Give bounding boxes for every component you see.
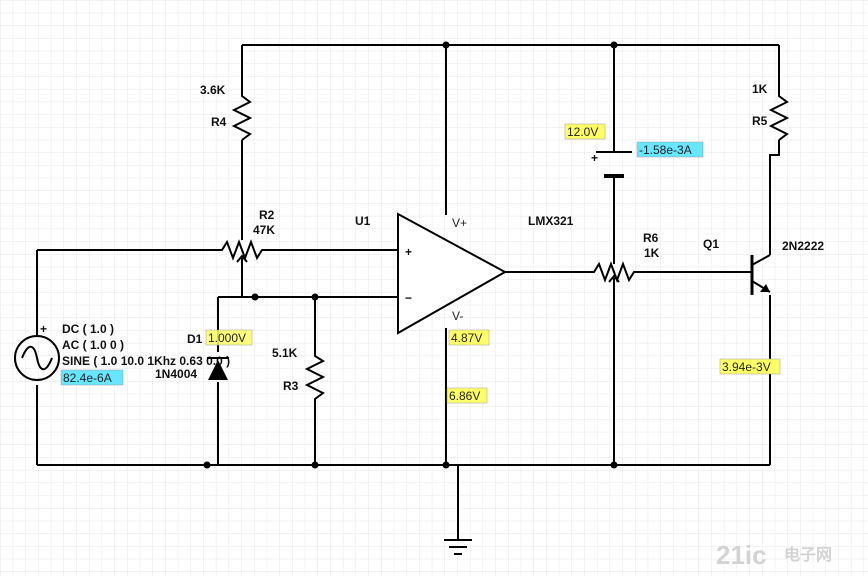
probe-collector-voltage[interactable]: 3.94e-3V	[719, 358, 781, 375]
r6-value: 1K	[644, 246, 660, 260]
q1-part: 2N2222	[782, 239, 824, 253]
r2-potentiometer[interactable]	[218, 239, 266, 261]
probe-battery-current-value: -1.58e-3A	[639, 143, 692, 157]
opamp-vplus-label: V+	[452, 216, 467, 230]
probe-opamp-vminus-value: 4.87V	[451, 331, 482, 345]
junction-dots	[203, 41, 618, 469]
probe-battery-voltage[interactable]: 12.0V	[564, 123, 606, 140]
probe-collector-voltage-value: 3.94e-3V	[722, 360, 771, 374]
probe-diode-voltage[interactable]: 1.000V	[205, 329, 253, 346]
r3-resistor[interactable]	[304, 350, 326, 405]
source-sine-label: SINE ( 1.0 10.0 1Khz 0.63 0.0 )	[62, 354, 230, 368]
r6-ref: R6	[643, 231, 659, 245]
u1-opamp[interactable]	[397, 212, 508, 335]
junction-dot	[311, 461, 319, 469]
junction-dot	[251, 293, 259, 301]
junction-dot	[442, 41, 450, 49]
sine-wave-icon	[21, 345, 53, 371]
r5-ref: R5	[752, 114, 768, 128]
u1-ref: U1	[355, 214, 371, 228]
r6-potentiometer[interactable]	[590, 261, 650, 283]
junction-dot	[311, 293, 319, 301]
probe-source-current[interactable]: 82.4e-6A	[60, 369, 124, 386]
source-dc-label: DC ( 1.0 )	[62, 322, 114, 336]
probe-opamp-bottom[interactable]: 6.86V	[446, 387, 488, 404]
ac-source[interactable]	[14, 335, 60, 381]
d1-diode[interactable]	[208, 360, 228, 380]
opamp-plus-sign: +	[405, 245, 412, 259]
watermark-logo: 21ic	[716, 540, 767, 570]
q1-emitter-arrow	[760, 284, 770, 292]
junction-dot	[610, 461, 618, 469]
ground-icon	[444, 539, 472, 555]
r6-wiper-arrow	[608, 274, 620, 284]
opamp-minus-sign: −	[405, 291, 412, 305]
r2-ref: R2	[259, 208, 275, 222]
r5-bottom-wire	[769, 140, 780, 255]
junction-dot	[442, 461, 450, 469]
junction-dot	[203, 461, 211, 469]
r4-value: 3.6K	[200, 83, 226, 97]
u1-part: LMX321	[528, 214, 574, 228]
junction-dot	[610, 41, 618, 49]
q1-ref: Q1	[703, 237, 719, 251]
d1-part: 1N4004	[155, 367, 197, 381]
source-plus-sign: +	[40, 322, 47, 336]
r5-resistor[interactable]	[768, 92, 790, 141]
probe-battery-voltage-value: 12.0V	[567, 125, 598, 139]
probe-opamp-bottom-value: 6.86V	[449, 389, 480, 403]
opamp-vminus-label: V-	[452, 309, 463, 323]
probe-opamp-vminus[interactable]: 4.87V	[448, 329, 490, 346]
probe-source-current-value: 82.4e-6A	[63, 371, 112, 385]
r3-value: 5.1K	[272, 346, 298, 360]
watermark-subtext: 电子网	[784, 545, 832, 564]
probe-diode-voltage-value: 1.000V	[208, 331, 246, 345]
r5-value: 1K	[752, 82, 768, 96]
source-ac-label: AC ( 1.0 0 )	[62, 338, 124, 352]
r2-value: 47K	[253, 223, 275, 237]
r3-ref: R3	[283, 379, 299, 393]
r4-resistor[interactable]	[231, 92, 253, 141]
r2-wiper-arrow	[236, 254, 248, 264]
battery-plus-sign: +	[591, 151, 598, 165]
r4-ref: R4	[211, 115, 227, 129]
q1-collector-lead	[751, 254, 771, 266]
probe-battery-current[interactable]: -1.58e-3A	[636, 141, 704, 158]
d1-ref: D1	[187, 332, 203, 346]
